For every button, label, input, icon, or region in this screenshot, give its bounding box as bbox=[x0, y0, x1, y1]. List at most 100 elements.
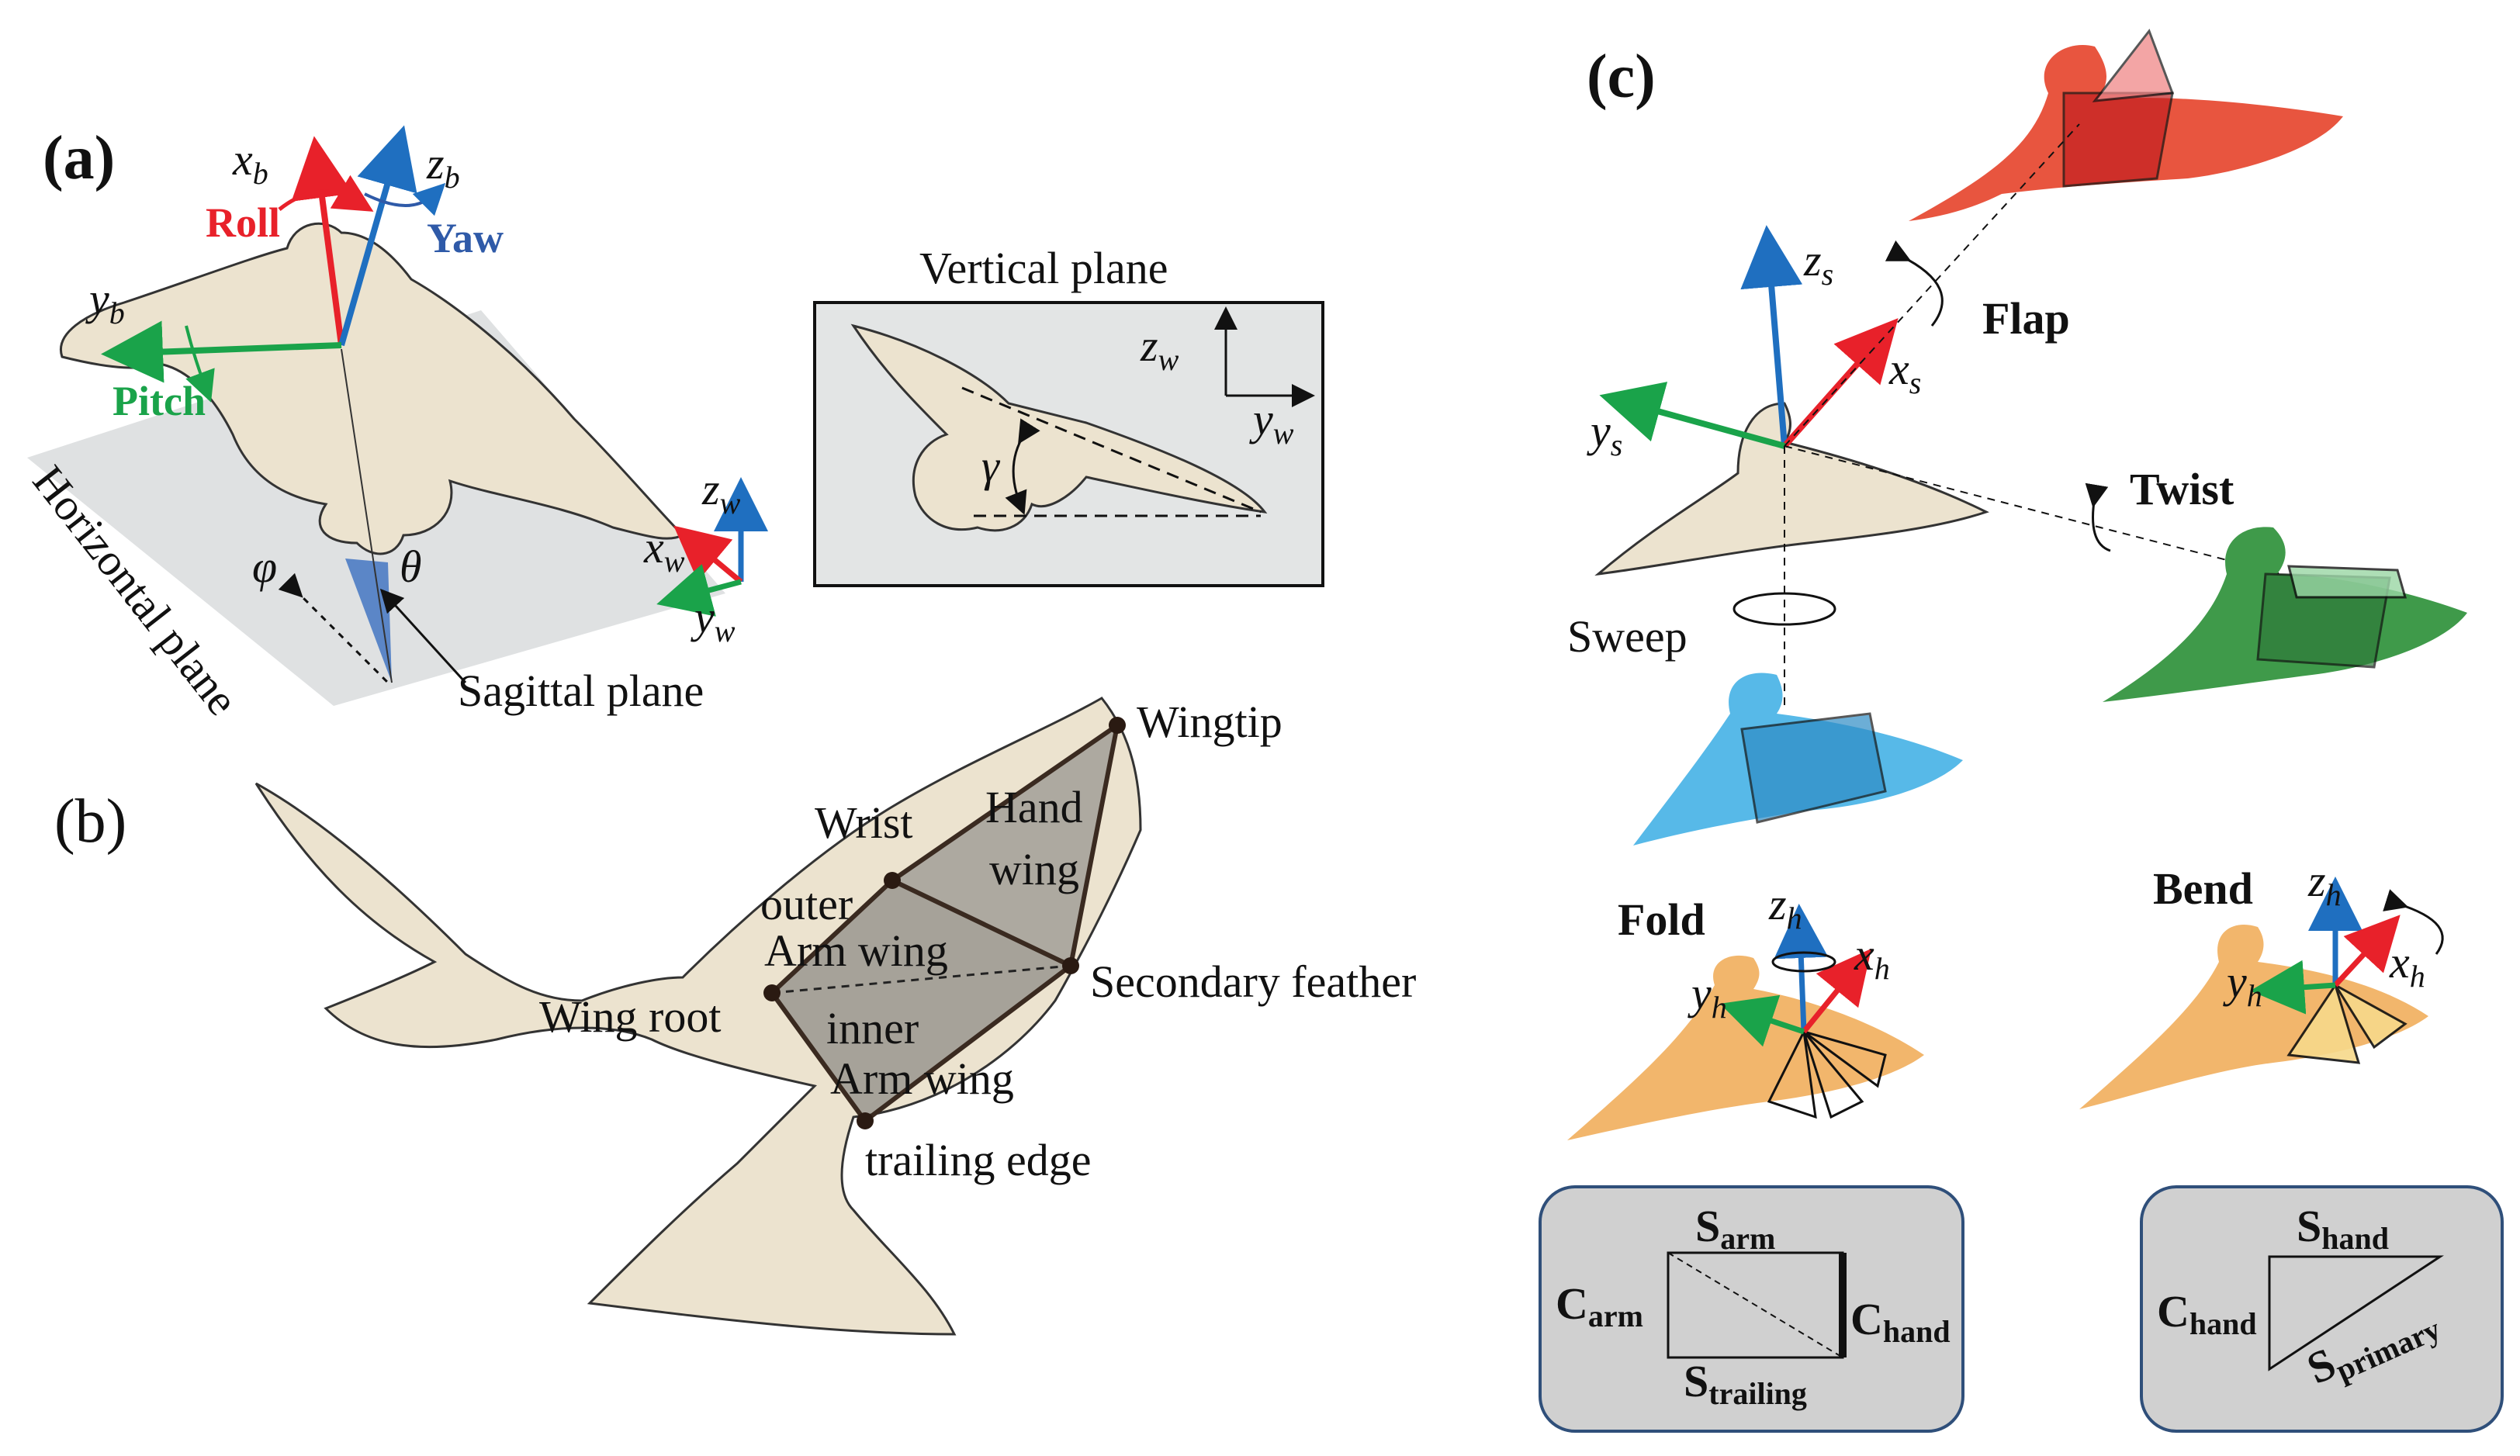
yaw-arrow bbox=[364, 182, 446, 216]
fold-zh-axis bbox=[1774, 904, 1829, 1032]
xb-label: xb bbox=[232, 134, 268, 191]
secondary-feather-label: Secondary feather bbox=[1090, 956, 1416, 1007]
legend-s-arm: Sarm bbox=[1695, 1201, 1775, 1256]
phi-dashed bbox=[278, 572, 389, 684]
flap-wing-shapes bbox=[2062, 92, 2174, 188]
panel-b: (b) Wingtip Wrist Hand wing outer Arm wi… bbox=[54, 697, 1416, 1336]
xs-axis bbox=[1782, 318, 1899, 448]
yw-label: yw bbox=[691, 592, 736, 648]
sagittal-line bbox=[341, 348, 393, 683]
arm-wing-region bbox=[772, 880, 1071, 1121]
fold-xh-label: xh bbox=[1854, 929, 1890, 986]
panel-c-label: (c) bbox=[1587, 43, 1656, 111]
pitch-arrow bbox=[185, 325, 215, 403]
zw-label: zw bbox=[701, 464, 741, 520]
yw-axis bbox=[656, 564, 742, 617]
secondary-feather-point bbox=[1062, 957, 1079, 974]
panel-a: (a) Horizontal plane xb zb yb Roll Pitch… bbox=[23, 124, 1324, 725]
bend-zh-label: zh bbox=[2307, 856, 2342, 912]
trailing-edge-point bbox=[857, 1112, 874, 1129]
legend-c-arm: Carm bbox=[1556, 1278, 1643, 1333]
xb-axis bbox=[291, 136, 353, 346]
inner-arm-wing-label-1: inner bbox=[826, 1003, 919, 1053]
flap-axis-line bbox=[1784, 123, 2080, 447]
vp-z-label: zw bbox=[1140, 320, 1179, 377]
outer-arm-wing-label-1: outer bbox=[760, 879, 853, 929]
bend-xh-axis bbox=[2333, 915, 2401, 987]
twist-axis-line bbox=[1784, 445, 2282, 575]
legend-box-hand bbox=[2140, 1185, 2504, 1433]
wrist-label: Wrist bbox=[815, 797, 913, 848]
bird-b bbox=[254, 697, 1142, 1336]
sweep-label: Sweep bbox=[1567, 611, 1688, 662]
fold-zh-label: zh bbox=[1768, 879, 1802, 936]
legend-s-trailing: Strailing bbox=[1684, 1356, 1807, 1411]
xw-label: xw bbox=[643, 522, 685, 579]
zs-axis bbox=[1740, 225, 1803, 447]
wing-outline bbox=[770, 720, 1121, 1125]
zb-axis bbox=[338, 125, 417, 347]
panel-c: (c) zs xs ys Flap Twist Sweep Fold bbox=[1539, 28, 2504, 1433]
fold-xh-axis bbox=[1802, 948, 1872, 1034]
wingtip-point bbox=[1109, 717, 1126, 734]
bend-xh-label: xh bbox=[2389, 937, 2425, 994]
legend-c-hand-left: Chand bbox=[1850, 1294, 1951, 1349]
legend-arm-diagonal bbox=[1667, 1252, 1843, 1358]
flap-label: Flap bbox=[1982, 293, 2070, 344]
ys-label: ys bbox=[1587, 406, 1622, 462]
bend-yh-label: yh bbox=[2223, 956, 2262, 1013]
fold-bird bbox=[1567, 955, 1924, 1140]
theta-label: θ bbox=[400, 541, 422, 592]
sagittal-pointer bbox=[379, 588, 467, 684]
legend-c-hand-right: Chand bbox=[2157, 1286, 2257, 1341]
hand-wing-label-1: Hand bbox=[985, 782, 1083, 832]
sagittal-plane-label: Sagittal plane bbox=[458, 666, 704, 716]
bend-yh-axis bbox=[2250, 960, 2336, 1015]
wing-line bbox=[961, 386, 1262, 514]
xw-axis bbox=[673, 525, 743, 584]
pitch-label: Pitch bbox=[112, 378, 206, 424]
sweep-rotation-arrow bbox=[1732, 592, 1836, 626]
panel-b-label: (b) bbox=[54, 787, 126, 856]
vp-y-label: yw bbox=[1249, 394, 1294, 451]
vertical-plane-title: Vertical plane bbox=[919, 243, 1168, 293]
zs-label: zs bbox=[1803, 235, 1833, 292]
fold-rotation-arrow bbox=[1771, 951, 1836, 973]
hand-wing-label-2: wing bbox=[989, 844, 1079, 894]
yb-label: yb bbox=[85, 274, 125, 330]
bend-rotation-arrow bbox=[2383, 889, 2444, 955]
legend-box-arm bbox=[1539, 1185, 1964, 1433]
inner-arm-wing-label-2: Arm wing bbox=[830, 1053, 1014, 1104]
bird-a bbox=[60, 222, 685, 555]
legend-hand-triangle bbox=[2268, 1255, 2445, 1371]
fold-yh-axis bbox=[1719, 994, 1805, 1047]
fold-label: Fold bbox=[1618, 894, 1705, 945]
fold-yh-label: yh bbox=[1688, 968, 1727, 1025]
wrist-secondary-line bbox=[891, 878, 1072, 968]
wing-root-label: Wing root bbox=[539, 991, 721, 1042]
roll-label: Roll bbox=[206, 199, 280, 246]
sweep-wing-shapes bbox=[1740, 712, 1887, 824]
bend-wing-shapes bbox=[2286, 982, 2408, 1064]
bend-label: Bend bbox=[2153, 863, 2253, 914]
flap-rotation-arrow bbox=[1885, 240, 1944, 327]
roll-arrow bbox=[278, 175, 374, 212]
twist-label: Twist bbox=[2130, 464, 2234, 514]
gamma-arc bbox=[1005, 418, 1040, 515]
wingtip-label: Wingtip bbox=[1137, 697, 1282, 747]
bend-bird bbox=[2079, 925, 2428, 1109]
wing-root-point bbox=[763, 984, 781, 1001]
wrist-point bbox=[884, 872, 901, 889]
phi-label: φ bbox=[252, 541, 277, 592]
twist-rotation-arrow bbox=[2085, 482, 2111, 552]
fold-wing-shapes bbox=[1767, 1030, 1887, 1119]
twist-wing-raised bbox=[2287, 565, 2407, 599]
yb-axis bbox=[101, 320, 342, 383]
trailing-edge-label: trailing edge bbox=[865, 1135, 1092, 1185]
outer-arm-wing-label-2: Arm wing bbox=[764, 925, 948, 976]
ys-axis bbox=[1599, 382, 1786, 449]
bird-c-center bbox=[1594, 402, 1989, 576]
panel-a-label: (a) bbox=[43, 124, 115, 192]
zb-label: zb bbox=[426, 138, 460, 195]
